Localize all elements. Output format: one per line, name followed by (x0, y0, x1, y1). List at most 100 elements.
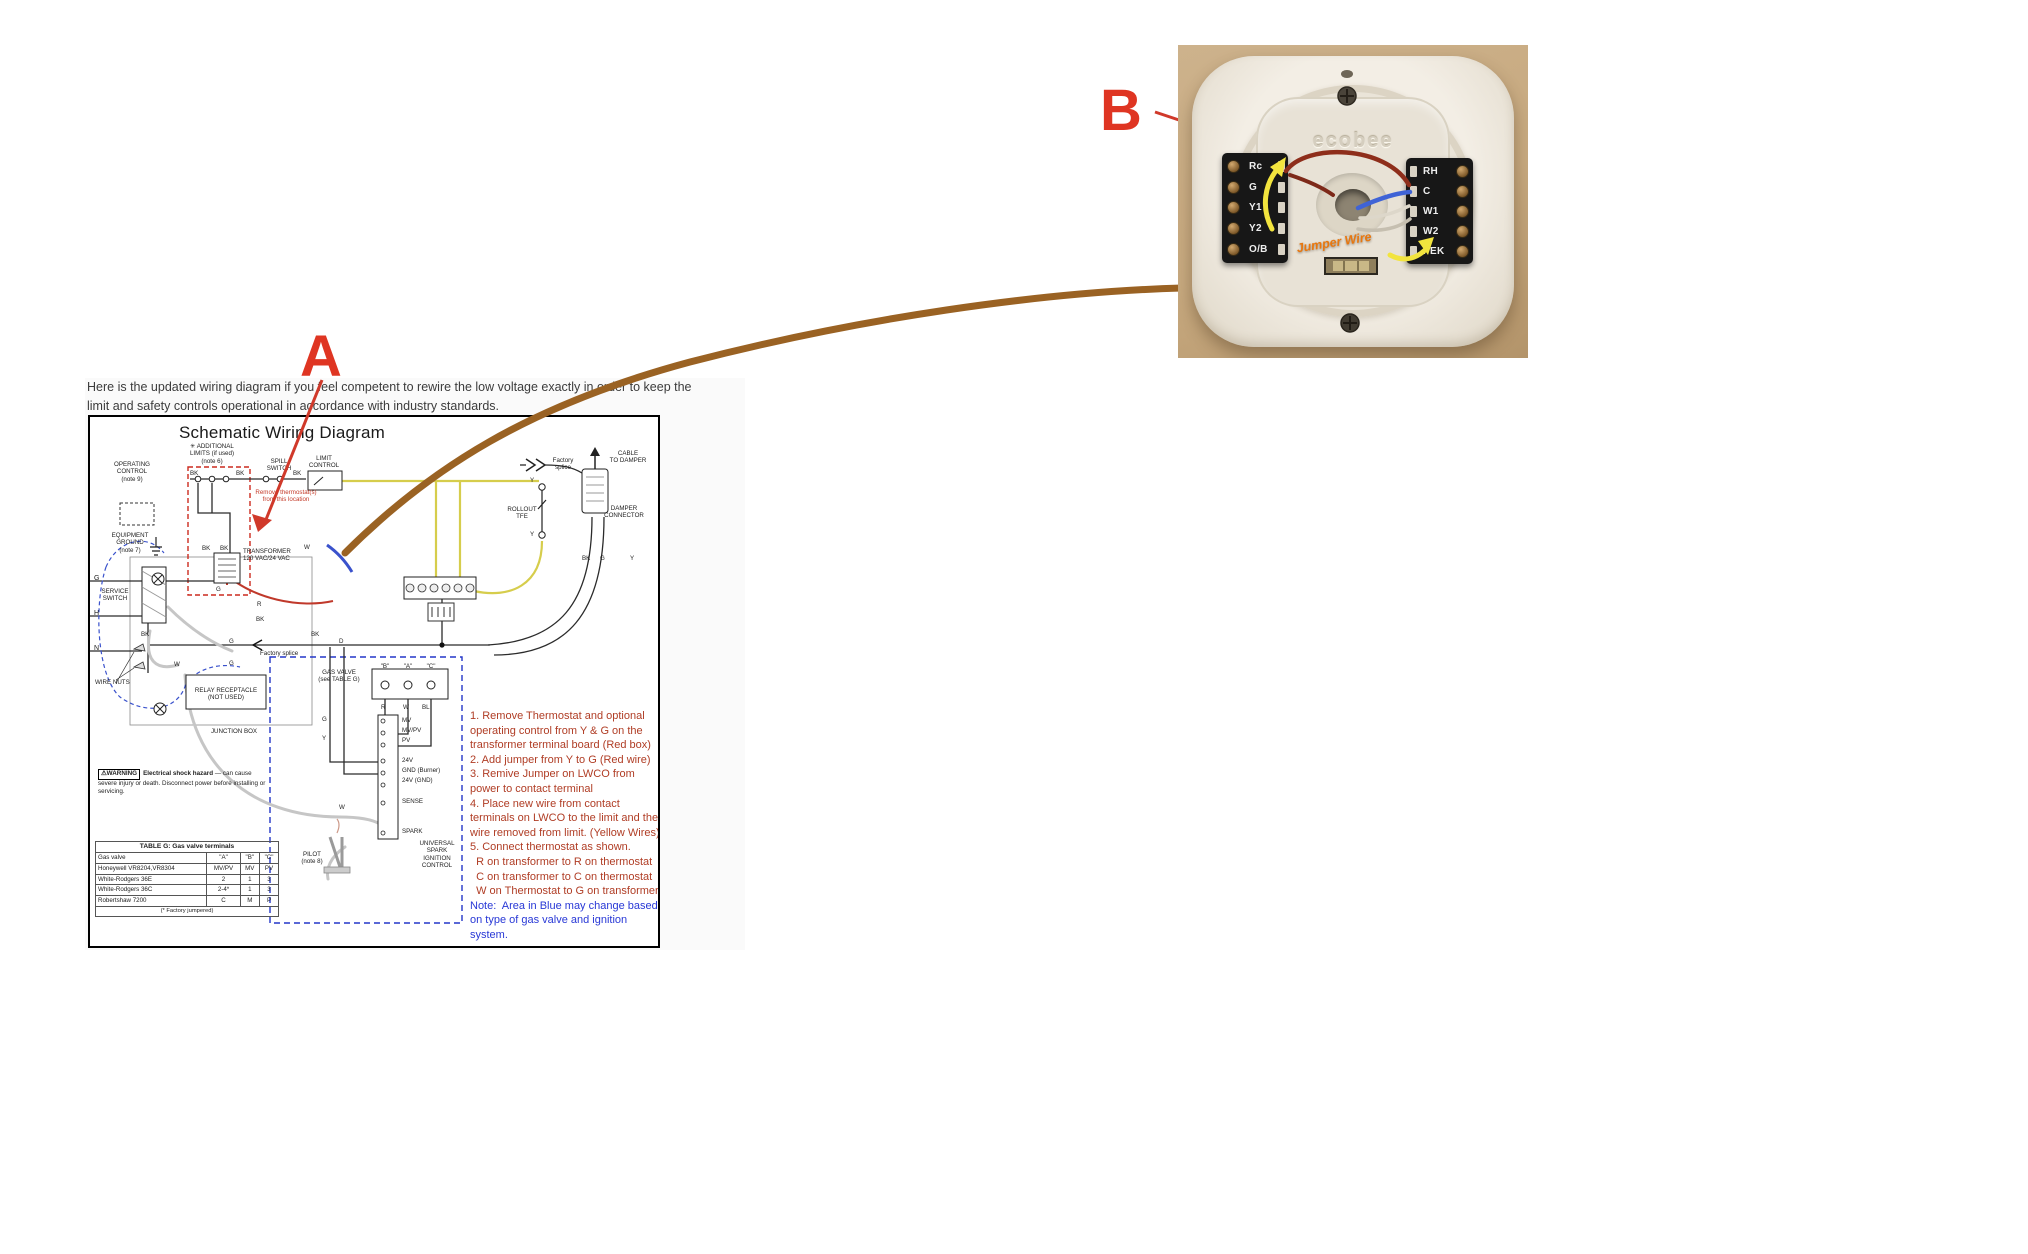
schematic-label: GND (Burner) (402, 767, 441, 774)
wire-slot (1410, 205, 1417, 217)
annotation-letter-a: A (300, 324, 342, 389)
jumper-arrow-right-head (1418, 237, 1434, 255)
gas-table-footnote: (* Factory jumpered) (95, 905, 279, 918)
intro-line-1: Here is the updated wiring diagram if yo… (87, 380, 692, 394)
terminal-label: RH (1423, 165, 1439, 177)
schematic-label: OPERATING CONTROL (note 9) (114, 461, 150, 483)
terminal-strip (403, 576, 477, 600)
schematic-label: BK (236, 470, 245, 477)
warning-text: — can cause severe injury or death. Disc… (98, 770, 266, 795)
gas-valve-cell: M (239, 895, 261, 907)
gas-table-title: TABLE G: Gas valve terminals (95, 840, 279, 854)
red-wire-tail (1288, 173, 1335, 197)
blue-highlight-box (269, 656, 463, 924)
instruction-line: power to contact terminal (470, 782, 593, 795)
schematic-label: W (403, 704, 409, 711)
operating-control-box (119, 502, 155, 526)
schematic-label: PILOT (note 8) (301, 851, 323, 866)
terminal-screw (1227, 180, 1240, 194)
schematic-label: LIMIT CONTROL (308, 455, 340, 470)
schematic-label: DAMPER CONNECTOR (604, 505, 644, 520)
gas-valve-cell: 2 (206, 873, 241, 886)
schematic-label: BK (256, 616, 265, 623)
instruction-line: 3. Remive Jumper on LWCO from (470, 768, 635, 781)
red-wire (1283, 149, 1412, 188)
pilot-assembly (328, 836, 344, 869)
terminal-row: Y2 (1222, 220, 1288, 238)
schematic-label: W (339, 804, 345, 811)
thermostat-wires-graphic (1262, 70, 1434, 333)
schematic-label: EQUIPMENT GROUND (note 7) (111, 532, 149, 554)
instruction-line: on type of gas valve and ignition (470, 914, 628, 927)
schematic-label: Y (630, 555, 635, 562)
schematic-label: "C" (426, 663, 436, 670)
terminal-screw (1456, 184, 1469, 198)
gas-table-header: "C" (259, 852, 279, 864)
gas-valve-cell: 3 (259, 873, 279, 886)
terminal-row: C (1406, 182, 1473, 200)
instruction-line: W on Thermostat to G on transformer (470, 885, 659, 898)
black-wires (90, 464, 605, 775)
schematic-label: CABLE TO DAMPER (609, 450, 647, 465)
schematic-label: N (94, 645, 100, 652)
terminal-screw (1227, 222, 1240, 236)
schematic-label: "A" (403, 663, 413, 670)
wire-slot (1410, 245, 1417, 257)
schematic-label: G (322, 716, 327, 723)
schematic-label: BK (220, 545, 229, 552)
red-highlight-box (187, 466, 251, 596)
schematic-label: ROLLOUT TFE (507, 506, 537, 521)
schematic-label: Factory splice (552, 457, 574, 472)
schematic-label: R (381, 704, 386, 711)
schematic-label: Y (322, 735, 327, 742)
intro-text: Here is the updated wiring diagram if yo… (87, 378, 692, 416)
schematic-label: G (229, 660, 234, 667)
schematic-label: JUNCTION BOX (210, 728, 258, 735)
terminal-row: W1 (1406, 202, 1473, 220)
ecobee-logo: ecobee (1312, 130, 1394, 152)
schematic-label: TRANSFORMER 120 VAC/24 VAC (243, 548, 291, 563)
gas-table-header: "A" (206, 852, 241, 864)
warning-badge: ⚠WARNING (98, 769, 141, 780)
strip-component (427, 602, 455, 622)
terminal-row: RH (1406, 162, 1473, 180)
warning-bold-text: Electrical shock hazard (143, 770, 214, 777)
wire-slot (1278, 202, 1285, 214)
schematic-label: BK (293, 470, 302, 477)
schematic-label: WIRE NUTS (95, 679, 130, 686)
gas-valve-cell: 1 (239, 884, 261, 897)
jumper-arrow-left-head (1270, 157, 1286, 177)
schematic-label: "B" (380, 663, 390, 670)
gas-valve-cell: Robertshaw 7200 (94, 895, 208, 907)
schematic-label: UNIVERSAL SPARK IGNITION CONTROL (419, 840, 455, 869)
terminal-row: G (1222, 178, 1288, 196)
schematic-label: R (257, 601, 262, 608)
gas-valve-cell: C (206, 895, 241, 907)
schematic-label: G (600, 555, 605, 562)
relay-receptacle-box (185, 674, 267, 710)
schematic-label: BL (422, 704, 430, 711)
terminal-screw (1227, 159, 1240, 173)
gas-valve-cell: MV (239, 862, 261, 875)
instruction-line: C on transformer to C on thermostat (470, 870, 653, 883)
schematic-label: MV (402, 717, 412, 724)
schematic-label: G (229, 638, 234, 645)
ground-symbol (150, 537, 162, 556)
gas-valve-table: TABLE G: Gas valve terminals Gas valve"A… (94, 840, 279, 918)
instruction-line: 2. Add jumper from Y to G (Red wire) (470, 753, 651, 766)
schematic-label: GAS VALVE (see TABLE G) (318, 669, 360, 684)
schematic-label: 24V (402, 757, 414, 764)
gas-table-header: Gas valve (94, 852, 208, 864)
schematic-label: SPILL SWITCH (266, 458, 292, 473)
wire-slot (1410, 225, 1417, 237)
terminal-label: Y1 (1249, 202, 1262, 214)
schematic-label: H (94, 610, 100, 617)
instruction-line: 1. Remove Thermostat and optional (470, 710, 645, 722)
schematic-label: G (216, 586, 221, 593)
